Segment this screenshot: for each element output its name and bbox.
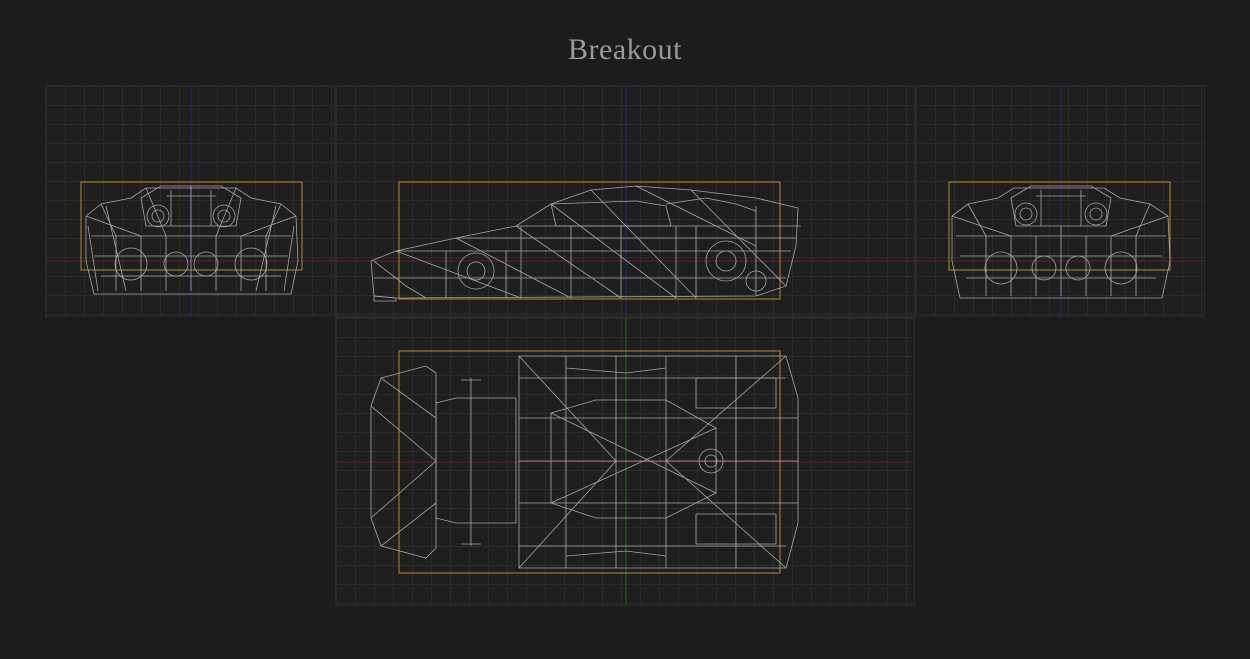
side-view-wireframe-icon bbox=[336, 86, 914, 316]
car-side-wireframe bbox=[370, 185, 801, 302]
bounding-box bbox=[398, 350, 781, 574]
bounding-box bbox=[948, 181, 1171, 271]
side-view-panel bbox=[335, 85, 915, 317]
front-view-wireframe-icon bbox=[46, 86, 334, 316]
rear-view-wireframe-icon bbox=[916, 86, 1204, 316]
rear-view-panel bbox=[915, 85, 1205, 317]
car-rear-wireframe bbox=[951, 185, 1171, 299]
front-view-panel bbox=[45, 85, 335, 317]
bounding-box bbox=[398, 181, 781, 300]
page-title: Breakout bbox=[568, 33, 682, 66]
car-top-wireframe bbox=[370, 355, 799, 569]
bounding-box bbox=[80, 181, 303, 271]
top-view-wireframe-icon bbox=[336, 318, 914, 605]
top-view-panel bbox=[335, 317, 915, 606]
car-front-wireframe bbox=[85, 185, 299, 295]
